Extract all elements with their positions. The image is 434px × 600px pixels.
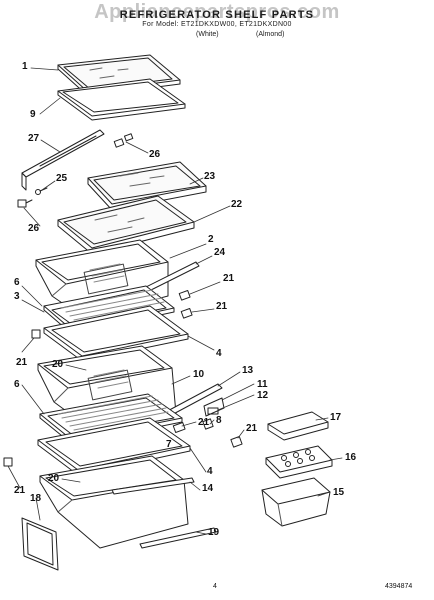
part-18-label-plate xyxy=(22,518,58,570)
callout-8: 8 xyxy=(216,415,222,426)
color-label-almond: (Almond) xyxy=(256,31,285,38)
callout-18: 18 xyxy=(30,493,42,504)
part-9-shelf-frame-top xyxy=(58,79,185,120)
callout-21-e: 21 xyxy=(198,417,210,428)
part-14-slide-rail-lower xyxy=(112,478,194,494)
callout-3: 3 xyxy=(14,291,20,302)
part-26-clip-upper xyxy=(114,134,133,147)
callout-26-lower: 26 xyxy=(28,223,40,234)
callout-19: 19 xyxy=(208,527,220,538)
callout-14: 14 xyxy=(202,483,214,494)
part-27-trim-strip xyxy=(22,130,104,190)
callout-22: 22 xyxy=(231,199,243,210)
part-21-slide-left xyxy=(32,330,40,338)
callout-13: 13 xyxy=(242,365,254,376)
callout-21-a: 21 xyxy=(223,273,235,284)
callout-21-b: 21 xyxy=(216,301,228,312)
callout-4-upper: 4 xyxy=(216,348,222,359)
callout-21-d: 21 xyxy=(246,423,258,434)
callout-20-upper: 20 xyxy=(52,359,64,370)
callout-7: 7 xyxy=(166,439,172,450)
part-12-bracket xyxy=(208,408,218,414)
callout-12: 12 xyxy=(257,390,269,401)
callout-6-lower: 6 xyxy=(14,379,20,390)
part-11-bracket xyxy=(204,398,224,416)
part-4-glass-insert-upper xyxy=(44,306,188,361)
part-16-egg-tray xyxy=(266,446,332,478)
part-19-rod xyxy=(140,528,216,548)
callout-1: 1 xyxy=(22,61,28,72)
callout-20-lower: 20 xyxy=(48,473,60,484)
part-25-screw xyxy=(36,188,48,195)
part-21-slide-mid xyxy=(181,308,192,318)
part-26-clip-lower xyxy=(18,200,32,207)
color-label-white: (White) xyxy=(196,31,219,38)
callout-4-lower: 4 xyxy=(207,466,213,477)
callout-16: 16 xyxy=(345,452,357,463)
part-17-dairy-cover xyxy=(268,412,328,440)
callout-27: 27 xyxy=(28,133,40,144)
callout-26-upper: 26 xyxy=(149,149,161,160)
callout-25: 25 xyxy=(56,173,68,184)
callout-21-c: 21 xyxy=(16,357,28,368)
callout-6-upper: 6 xyxy=(14,277,20,288)
part-7-clip xyxy=(173,422,185,432)
watermark: Appliancepartspros.com xyxy=(94,1,340,23)
model-numbers: For Model: ET21DKXDW00, ET21DKXDN00 xyxy=(142,21,292,28)
callout-2: 2 xyxy=(208,234,214,245)
callout-10: 10 xyxy=(193,369,205,380)
page-number: 4 xyxy=(213,583,217,590)
callout-23: 23 xyxy=(204,171,216,182)
part-15-dairy-bin xyxy=(262,478,330,526)
leader-lines xyxy=(8,68,342,534)
callout-24: 24 xyxy=(214,247,226,258)
diagram-title: REFRIGERATOR SHELF PARTS xyxy=(119,9,315,21)
part-crisper-pan-bottom xyxy=(40,456,188,548)
part-21-slide-upper xyxy=(179,290,190,300)
part-21-slide-lower xyxy=(231,437,242,448)
callout-17: 17 xyxy=(330,412,342,423)
part-21-slide-bottom-left xyxy=(4,458,12,466)
callout-21-f: 21 xyxy=(14,485,26,496)
part-list-number: 4394874 xyxy=(385,583,413,590)
callout-11: 11 xyxy=(257,379,268,390)
callout-15: 15 xyxy=(333,487,345,498)
callout-9: 9 xyxy=(30,109,36,120)
